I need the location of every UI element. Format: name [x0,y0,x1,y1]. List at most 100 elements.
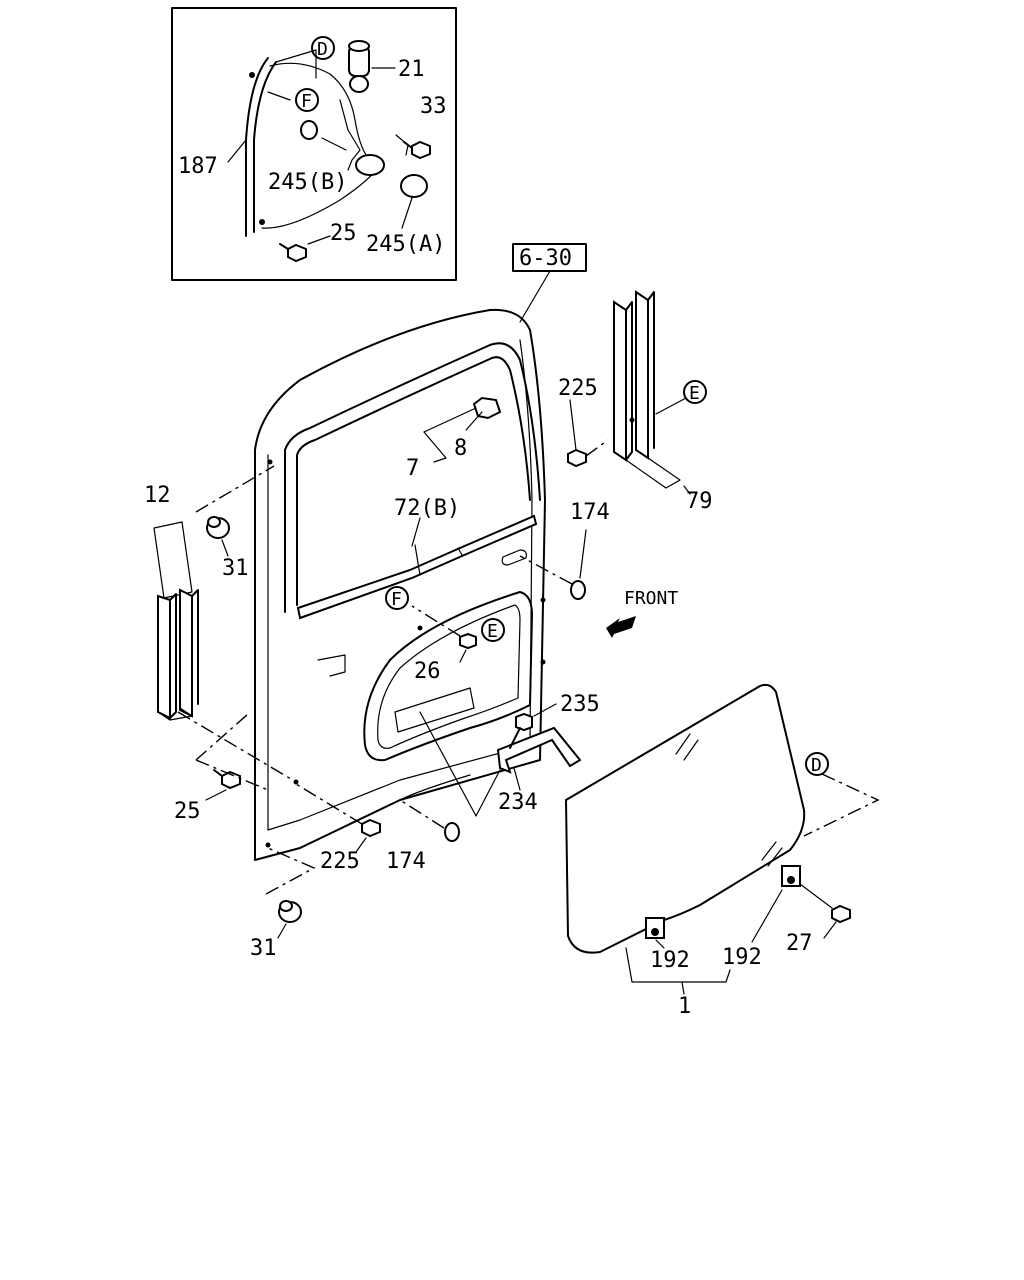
channel-12-d [191,589,199,705]
leader-245b [321,137,347,151]
bolt-27-axis [799,883,833,909]
leader-245a [401,197,413,229]
bracket-234 [419,703,582,817]
plug-174-upper-body [570,580,586,600]
callout-e-right: E [689,383,700,404]
leader-7-top [423,407,477,433]
channel-79-d [647,291,655,449]
callout-f-inset: F [301,91,312,112]
bolt-235-shank [509,727,521,749]
channel-12-a [157,594,171,720]
label-27: 27 [786,931,813,956]
bolt-225-lower-axis [295,783,363,825]
regulator-cable-upper [269,62,371,161]
motor-21-cap [348,40,370,52]
part-8-body [472,396,502,420]
nut-26 [411,605,477,663]
belt-molding-72b [296,514,538,620]
plug-174-lower-body [444,822,460,842]
bolt-25-lower-shank [213,769,223,777]
label-33: 33 [420,94,447,119]
label-225-upper: 225 [558,376,598,401]
channel-12-bolt-axis [177,711,297,783]
stopper-31-lower [265,847,316,939]
label-front: FRONT [624,588,678,609]
label-245a: 245(A) [366,232,445,257]
bolt-27-head [831,904,851,924]
label-245b: 245(B) [268,170,347,195]
callout-e-panel: E [487,621,498,642]
label-225-lower: 225 [320,849,360,874]
leader-234-v [419,711,501,817]
bracket-234-body [496,726,582,774]
plug-174-lower [399,799,460,842]
door-inner-flange [267,339,533,831]
callout-f-panel: F [391,589,402,610]
callout-circle-f-panel [385,586,409,610]
channel-12-leader-box [153,521,193,599]
leader-234 [513,767,521,791]
bolt-33-head [411,140,431,160]
leader-1 [681,981,685,995]
clip-192-right-hole [787,876,795,884]
panel-bracket-left [317,654,346,677]
leader-f-inset [267,91,291,101]
bolt-25-head [287,243,307,263]
stopper-31-lower-top [279,900,293,912]
leader-225-lower [355,837,367,853]
leader-235 [533,703,557,717]
part-79-channel [613,290,691,495]
panel-slot [501,549,527,566]
leader-25-inset [307,235,331,245]
rail-screw-top [249,72,255,78]
plug-174-upper [519,529,587,600]
label-6-30: 6-30 [519,246,572,271]
bolt-235-head [515,712,533,732]
regulator-bracket-top [275,49,317,79]
label-25-lower: 25 [174,799,201,824]
bolt-25-lower-axis [195,713,269,791]
label-72b: 72(B) [394,496,460,521]
service-hole-inner [377,604,521,749]
panel-hole-6 [417,625,423,631]
leader-26 [459,649,467,663]
callout-circle-e-panel [481,618,505,642]
bolt-225-upper-axis [585,439,609,457]
label-21: 21 [398,57,425,82]
label-8: 8 [454,436,467,461]
window-frame-outer [284,342,541,613]
channel-12-b [169,593,177,719]
rail-screw-bottom [259,219,265,225]
stopper-31-upper-top [207,516,221,528]
label-235: 235 [560,692,600,717]
stopper-31-upper-axis [195,465,275,513]
panel-hole-4 [540,597,546,603]
leader-187 [227,139,247,163]
label-187: 187 [178,154,218,179]
label-26: 26 [414,659,441,684]
leader-27 [823,921,837,939]
leader-174-upper [579,529,587,579]
channel-79-c [635,290,649,460]
door-outer-outline [254,308,546,861]
label-7: 7 [406,456,419,481]
stopper-31-lower-axis [265,847,316,895]
label-79: 79 [686,489,713,514]
clip-192-left-hole [651,928,659,936]
bolt-225-upper [567,399,609,468]
part-12-channel [153,521,199,721]
leader-8 [465,411,483,431]
part-8 [423,396,502,463]
grommet-245b [300,120,318,140]
leader-192-right [751,889,783,943]
label-25-inset: 25 [330,221,357,246]
bolt-25-shank [279,243,289,250]
regulator-arm [339,99,361,171]
channel-12-bottom [157,707,193,721]
leader-33-zigzag [395,134,409,156]
channel-79-b [625,301,633,461]
label-192-left: 192 [650,948,690,973]
window-frame-inner [296,356,531,606]
service-hole-outer [363,591,533,762]
